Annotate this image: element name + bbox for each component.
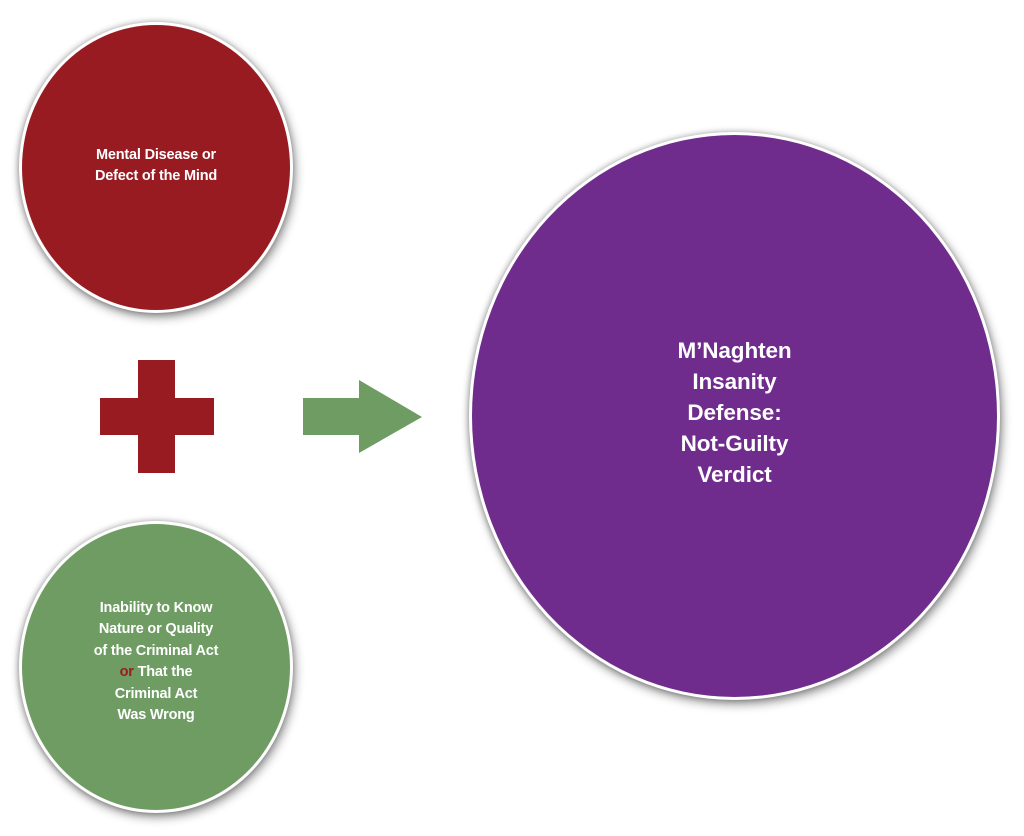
or-connector: or [119,664,134,680]
inability-to-know-label: Inability to Know Nature or Quality of t… [94,598,219,727]
label-line: Defect of the Mind [94,167,218,184]
label-fragment: That the [137,664,193,680]
label-line: Mental Disease or [96,146,216,163]
label-line: M’Naghten [677,337,792,363]
arrow-shape [303,380,422,453]
not-guilty-verdict-label: M’Naghten Insanity Defense: Not-Guilty V… [677,335,791,490]
plus-icon [100,360,214,473]
label-line: Was Wrong [117,707,195,723]
label-line: Insanity [692,368,777,394]
arrow-right-icon [303,380,422,453]
label-line: Not-Guilty [680,430,789,456]
label-line: Nature or Quality [98,621,214,637]
mental-disease-circle: Mental Disease or Defect of the Mind [19,22,293,313]
label-line: Verdict [697,461,772,487]
label-line: of the Criminal Act [93,642,219,659]
mental-disease-label: Mental Disease or Defect of the Mind [95,145,217,187]
inability-to-know-circle: Inability to Know Nature or Quality of t… [19,521,293,813]
not-guilty-verdict-circle: M’Naghten Insanity Defense: Not-Guilty V… [469,132,1000,700]
label-line-with-connector: or That the [94,662,219,684]
label-line: Inability to Know [99,599,213,616]
label-line: Defense: [687,399,782,425]
label-line: Criminal Act [114,685,198,702]
plus-shape [100,360,214,473]
